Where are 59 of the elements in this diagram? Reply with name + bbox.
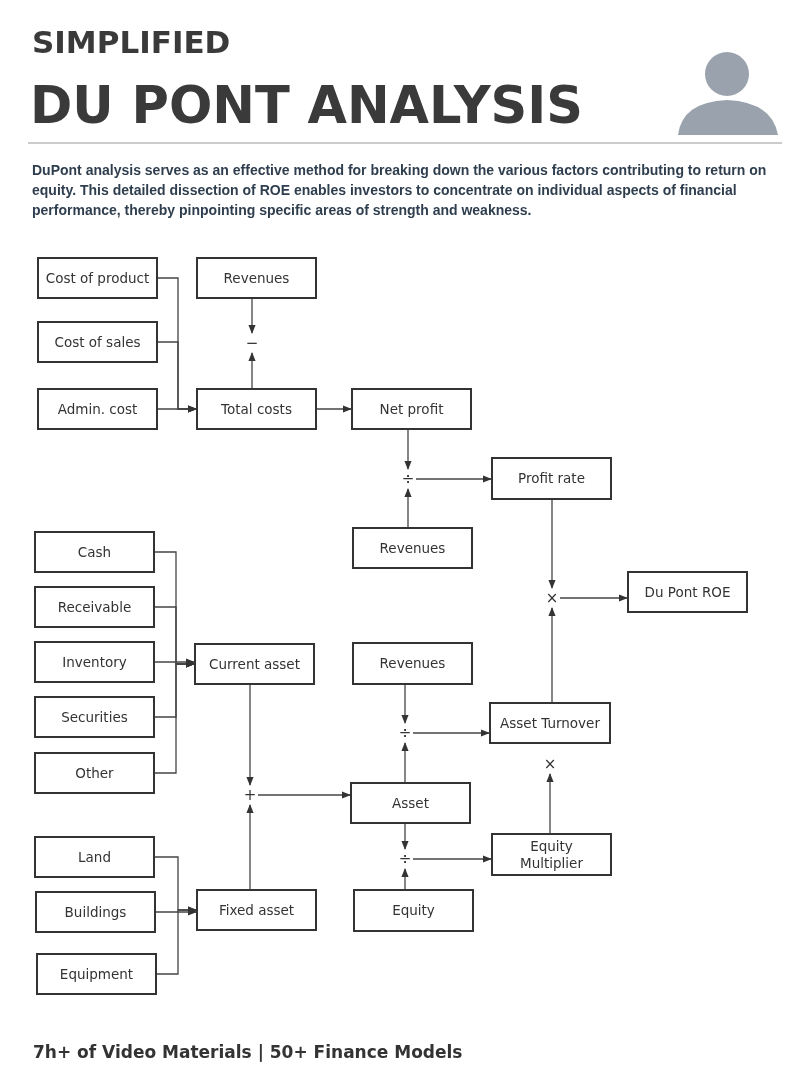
arrow [415, 475, 492, 483]
process-box: Cost of sales [37, 321, 158, 363]
operator-symbol: × [544, 588, 560, 608]
process-box: Cost of product [37, 257, 158, 299]
arrow [412, 729, 490, 737]
arrow [248, 298, 256, 334]
arrow [404, 488, 412, 528]
operator-symbol: ÷ [397, 723, 413, 743]
process-box: Admin. cost [37, 388, 158, 430]
process-box: Other [34, 752, 155, 794]
arrow [546, 773, 554, 834]
process-box: Revenues [196, 257, 317, 299]
arrow [401, 684, 409, 724]
arrow [401, 823, 409, 850]
process-box: Cash [34, 531, 155, 573]
arrow [246, 804, 254, 890]
arrow [401, 742, 409, 783]
arrow [257, 791, 351, 799]
arrow [401, 868, 409, 890]
process-box: Receivable [34, 586, 155, 628]
process-box: Revenues [352, 527, 473, 569]
arrow [155, 908, 197, 916]
process-box: Profit rate [491, 457, 612, 500]
arrow [412, 855, 492, 863]
process-box: Total costs [196, 388, 317, 430]
description-paragraph: DuPont analysis serves as an effective method for breaking down the various factors contributing to return on equity. This detailed dissection of ROE enables investors to concentrate on individual aspects of financial performance, thereby pinpointing specific areas of strength and weakness. [32, 161, 768, 220]
arrow [156, 906, 197, 975]
process-box: Securities [34, 696, 155, 738]
process-box: Current asset [194, 643, 315, 685]
arrow [404, 429, 412, 470]
process-box: Equity Multiplier [491, 833, 612, 876]
arrow [316, 405, 352, 413]
operator-symbol: + [242, 785, 258, 805]
operator-symbol: ÷ [400, 469, 416, 489]
process-box: Asset [350, 782, 471, 824]
title: DU PONT ANALYSIS [30, 76, 583, 135]
footer-text: 7h+ of Video Materials | 50+ Finance Models [33, 1042, 463, 1062]
process-box: Buildings [35, 891, 156, 933]
operator-symbol: × [542, 754, 558, 774]
arrow [548, 499, 556, 589]
process-box: Equipment [36, 953, 157, 995]
arrow [248, 352, 256, 389]
process-box: Fixed asset [196, 889, 317, 931]
process-box: Equity [353, 889, 474, 932]
arrow [548, 607, 556, 703]
subtitle: SIMPLIFIED [32, 24, 231, 60]
process-box: Asset Turnover [489, 702, 611, 744]
arrow [154, 660, 195, 774]
arrow [154, 658, 195, 666]
process-box: Net profit [351, 388, 472, 430]
operator-symbol: ÷ [397, 849, 413, 869]
arrow [157, 405, 197, 413]
operator-symbol: − [244, 333, 260, 353]
process-box: Inventory [34, 641, 155, 683]
arrow [559, 594, 628, 602]
process-box: Land [34, 836, 155, 878]
arrow [246, 684, 254, 786]
process-box: Du Pont ROE [627, 571, 748, 613]
process-box: Revenues [352, 642, 473, 685]
